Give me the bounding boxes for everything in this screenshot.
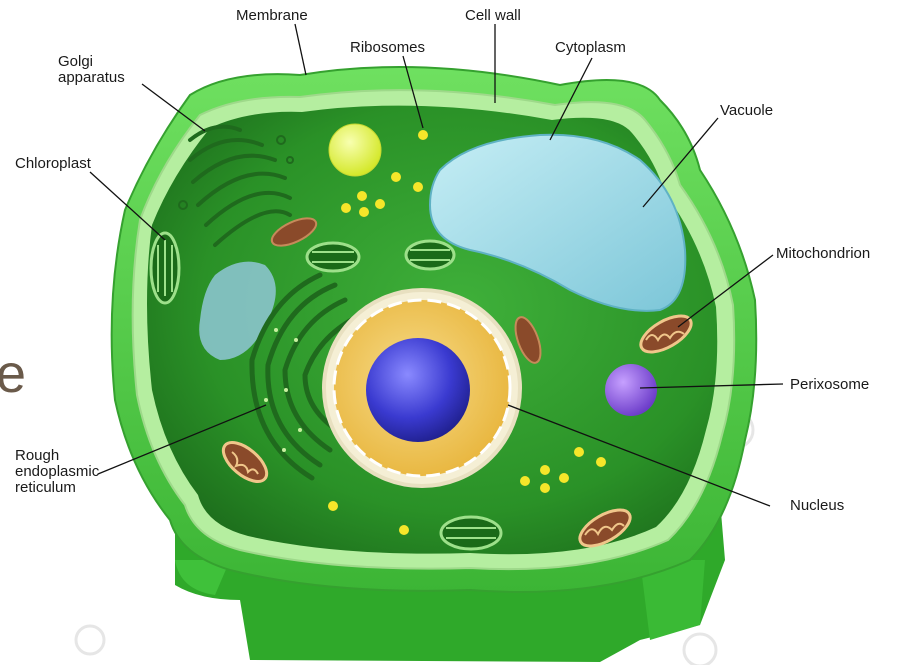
nucleolus	[366, 338, 470, 442]
chloroplast-top2	[406, 241, 454, 269]
label-nucleus: Nucleus	[790, 497, 844, 514]
label-golgi-line1: Golgi	[58, 53, 93, 70]
label-cell-wall: Cell wall	[465, 7, 521, 24]
label-mitochondrion: Mitochondrion	[776, 245, 870, 262]
perixosome	[605, 364, 657, 416]
stray-letter: e	[0, 344, 26, 404]
label-ribosomes: Ribosomes	[350, 39, 425, 56]
chloroplast-top1	[307, 243, 359, 271]
label-cytoplasm: Cytoplasm	[555, 39, 626, 56]
label-rough-er-line1: Rough	[15, 447, 59, 464]
label-perixosome: Perixosome	[790, 376, 869, 393]
label-vacuole: Vacuole	[720, 102, 773, 119]
nucleus	[324, 290, 520, 486]
label-golgi-line2: apparatus	[58, 69, 125, 86]
chloroplast-bottom	[441, 517, 501, 549]
chloroplast-left	[151, 233, 179, 303]
label-membrane: Membrane	[236, 7, 308, 24]
label-rough-er-line2: endoplasmic	[15, 463, 100, 480]
label-rough-er-line3: reticulum	[15, 479, 76, 496]
lipid-droplet	[329, 124, 381, 176]
label-chloroplast: Chloroplast	[15, 155, 92, 172]
